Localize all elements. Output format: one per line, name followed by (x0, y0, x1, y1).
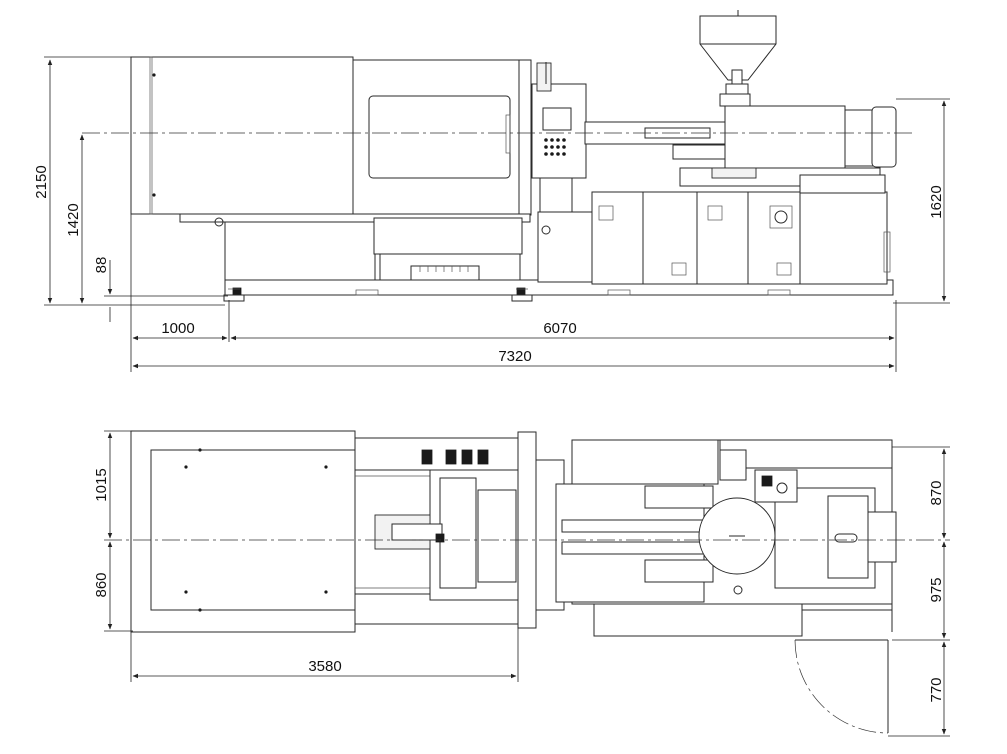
dim-base-length: 6070 (543, 320, 576, 337)
door-window (368, 95, 511, 179)
door-swing-arc (794, 639, 889, 734)
hydraulic-block (373, 217, 523, 255)
fixed-platen (517, 431, 537, 629)
ejector-manifold (410, 265, 480, 281)
dim-upper-width: 1015 (93, 468, 110, 501)
side-dimension-lines (44, 56, 950, 372)
barrel-housing (724, 105, 846, 169)
control-screen (542, 107, 572, 131)
top-view (130, 430, 897, 734)
dim-lower-width: 860 (93, 572, 110, 597)
dim-right-lower: 975 (928, 577, 945, 602)
top-dimension-lines (104, 430, 950, 737)
dim-clamp-length: 3580 (308, 658, 341, 675)
electrical-cabinet (591, 191, 888, 285)
leveling-foot (511, 294, 533, 302)
side-view (130, 10, 897, 302)
dim-injection-height: 1620 (928, 185, 945, 218)
dim-center-height: 1420 (65, 203, 82, 236)
clamp-guard (130, 56, 354, 215)
leveling-foot (223, 294, 245, 302)
dim-foot-height: 88 (93, 257, 110, 274)
dim-right-upper: 870 (928, 480, 945, 505)
dim-overall-length: 7320 (498, 348, 531, 365)
dim-overall-height: 2150 (33, 165, 50, 198)
control-panel (531, 83, 587, 179)
dim-door-swing: 770 (928, 677, 945, 702)
dim-front-offset: 1000 (161, 320, 194, 337)
hopper-block (754, 469, 798, 503)
